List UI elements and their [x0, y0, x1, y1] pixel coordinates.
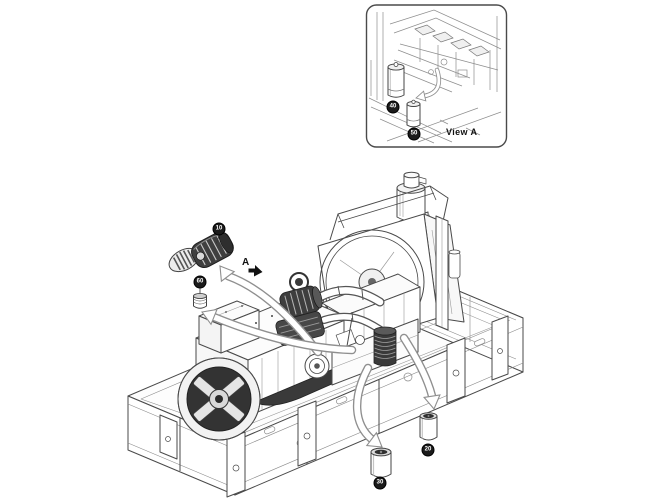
inset-engine-detail: [368, 9, 502, 144]
inset-filter-50: [406, 99, 421, 128]
view-direction-label: A: [242, 257, 250, 268]
inset-arrow: [415, 67, 442, 102]
filter-30-cartridge: [370, 447, 392, 478]
callout-30: 30: [373, 476, 387, 490]
filter-20-cartridge: [419, 412, 438, 441]
arrow-to-canister: [201, 308, 357, 355]
view-direction-arrow-icon: [248, 265, 263, 277]
callout-60: 60: [193, 275, 207, 289]
callout-20: 20: [421, 443, 435, 457]
arrow-to-filter-20: [399, 333, 441, 411]
inset-view-label: View A: [446, 127, 478, 137]
callout-50: 50: [407, 127, 421, 141]
callout-40: 40: [386, 100, 400, 114]
part-60-canister: [193, 288, 207, 309]
callout-10: 10: [212, 222, 226, 236]
air-cleaner-assembly: [168, 231, 234, 273]
inset-view-a: [365, 4, 508, 148]
arrow-to-filter-30: [352, 363, 383, 448]
inset-filter-40: [387, 62, 405, 98]
arrow-to-air-cleaner: [219, 265, 323, 357]
flow-arrows: [201, 265, 441, 448]
